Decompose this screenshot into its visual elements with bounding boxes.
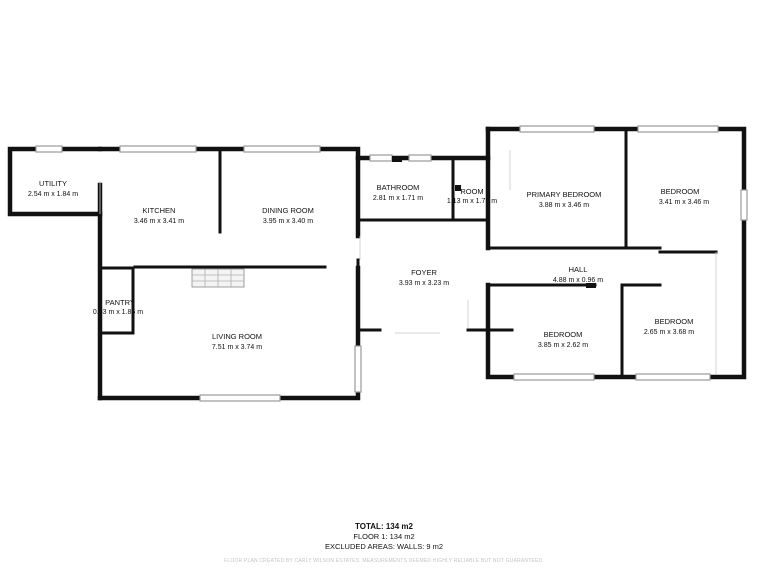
primary-bedroom-label: PRIMARY BEDROOM xyxy=(527,190,602,199)
pantry-label: PANTRY xyxy=(105,298,135,307)
inner-walls xyxy=(98,129,718,377)
total-area: TOTAL: 134 m2 xyxy=(355,522,413,531)
room-dims: 1.13 m x 1.71 m xyxy=(447,198,497,205)
dark-fixtures xyxy=(392,156,596,288)
bedroom-ne-dims: 3.41 m x 3.46 m xyxy=(659,199,709,206)
dining-room-label: DINING ROOM xyxy=(262,206,314,215)
excluded-areas: EXCLUDED AREAS: WALLS: 9 m2 xyxy=(324,542,444,551)
primary-bedroom-dims: 3.88 m x 3.46 m xyxy=(539,202,589,209)
fireplace xyxy=(191,268,245,288)
outer-walls xyxy=(7,126,747,401)
foyer-label: FOYER xyxy=(411,268,437,277)
kitchen-dims: 3.46 m x 3.41 m xyxy=(134,218,184,225)
foyer-dims: 3.93 m x 3.23 m xyxy=(399,280,449,287)
utility-dims: 2.54 m x 1.84 m xyxy=(28,191,78,198)
bedroom-ne-label: BEDROOM xyxy=(661,187,700,196)
utility-label: UTILITY xyxy=(39,179,67,188)
windows xyxy=(35,125,748,402)
bathroom-label: BATHROOM xyxy=(377,183,420,192)
bathroom-dims: 2.81 m x 1.71 m xyxy=(373,195,423,202)
room-labels: UTILITY 2.54 m x 1.84 m KITCHEN 3.46 m x… xyxy=(28,179,709,351)
bedroom-s-dims: 3.85 m x 2.62 m xyxy=(538,342,588,349)
living-room-label: LIVING ROOM xyxy=(212,332,262,341)
bedroom-se-label: BEDROOM xyxy=(655,317,694,326)
bedroom-se-dims: 2.65 m x 3.68 m xyxy=(644,329,694,336)
hall-dims: 4.88 m x 0.96 m xyxy=(553,277,603,284)
door-swings xyxy=(99,150,717,375)
room-label: ROOM xyxy=(460,187,483,196)
floor-area: FLOOR 1: 134 m2 xyxy=(353,532,415,541)
disclaimer-text: FLOOR PLAN CREATED BY CARLY WILSON ESTAT… xyxy=(224,558,544,564)
living-room-dims: 7.51 m x 3.74 m xyxy=(212,344,262,351)
hall-label: HALL xyxy=(569,265,588,274)
pantry-dims: 0.83 m x 1.86 m xyxy=(93,309,143,316)
dining-room-dims: 3.95 m x 3.40 m xyxy=(263,218,313,225)
bedroom-s-label: BEDROOM xyxy=(544,330,583,339)
kitchen-label: KITCHEN xyxy=(143,206,176,215)
